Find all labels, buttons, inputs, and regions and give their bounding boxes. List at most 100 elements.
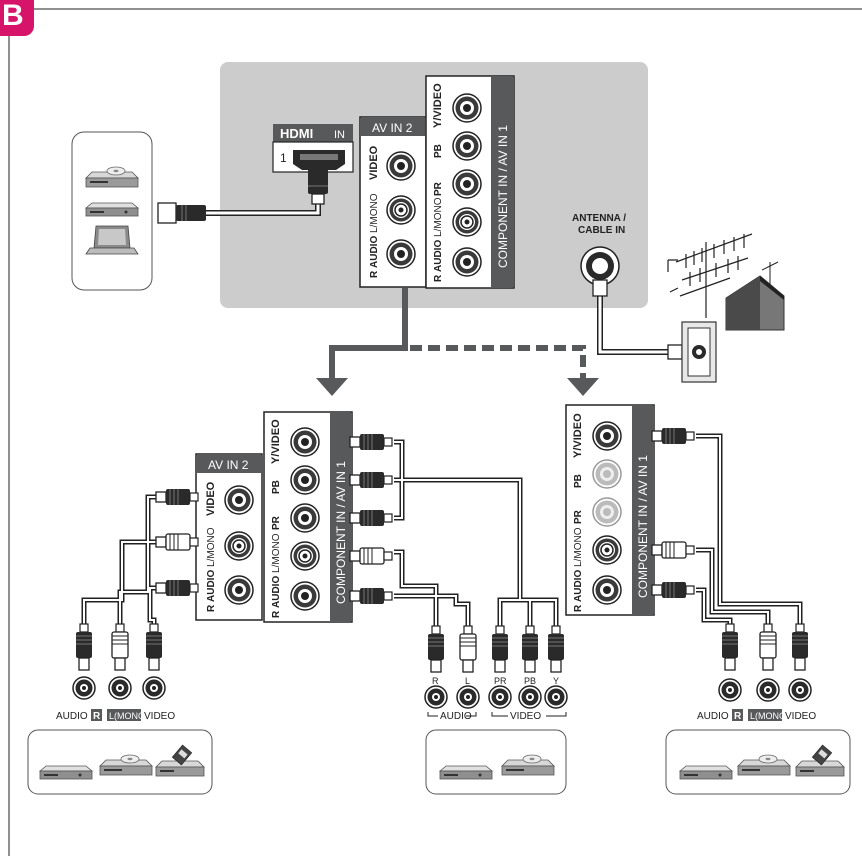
left-av-in-2-title: AV IN 2 (208, 458, 249, 472)
branch-arrows (316, 288, 599, 396)
left-av-in-2-video-label: VIDEO (205, 481, 217, 516)
left-av-in-2-audio-l-jack (224, 531, 254, 561)
right-component-audio-l-jack (592, 535, 622, 565)
house-icon (725, 261, 785, 331)
av-in-2-video-label: VIDEO (368, 145, 380, 180)
component-pr-jack (452, 169, 482, 199)
antenna-label-line1: ANTENNA / (572, 213, 626, 224)
tv-back-panel: HDMI IN 1 AV IN 2 VIDEO R AUDIO L/MONO (220, 62, 648, 308)
right-component-audio-badge: R (573, 604, 584, 612)
svg-text:R AUDIO L/: R AUDIO L/MONO (369, 193, 380, 278)
right-connection-panel: COMPONENT IN / AV IN 1 Y/VIDEO PB PR R A… (565, 404, 851, 795)
left-component-pr-label: PR (271, 515, 282, 530)
right-device-audio-l-jack (756, 678, 780, 702)
middle-device-pb-jack (518, 685, 542, 709)
middle-device-audio-r-jack (424, 685, 448, 709)
hdmi-port-number: 1 (280, 151, 287, 165)
left-av-in-2-mono-label: L/MONO (206, 527, 217, 567)
middle-plug-y (547, 625, 565, 673)
antenna-icon (667, 233, 753, 318)
av-in-2-group: AV IN 2 VIDEO R AUDIO L/MONO (359, 116, 427, 288)
left-av-in-2-video-jack (224, 485, 254, 515)
right-component-pb-label: PB (573, 474, 584, 488)
laptop-icon (85, 225, 139, 255)
component-in-group: COMPONENT IN / AV IN 1 Y/VIDEO PB PR R A… (425, 75, 515, 289)
av-in-2-audio-r-jack (386, 239, 416, 269)
component-y-video-label: Y/VIDEO (432, 83, 444, 128)
right-device-l-mono-label: L(MONO (750, 711, 786, 721)
svg-text:R AUDIO L/MONO: R AUDIO L/MONO (271, 533, 282, 618)
component-audio-badge: R (433, 274, 444, 282)
av-in-2-video-jack (386, 151, 416, 181)
middle-device-y-jack (544, 685, 568, 709)
right-device-audio-r-jack (718, 678, 742, 702)
left-component-pr-jack (290, 503, 320, 533)
section-badge: B (0, 0, 34, 36)
right-component-pr-jack (592, 497, 622, 527)
left-component-title: COMPONENT IN / AV IN 1 (334, 461, 348, 604)
left-device-audio-l-jack (108, 676, 132, 700)
right-plug-audio-r (721, 623, 739, 671)
right-component-mono-label: L/MONO (573, 527, 584, 567)
component-pb-jack (452, 131, 482, 161)
right-component-y-jack (592, 421, 622, 451)
left-plug-audio-l (111, 623, 129, 671)
right-component-audio-label: AUDIO (573, 570, 584, 602)
middle-audio-group-label: AUDIO (440, 711, 472, 722)
left-component-audio-label: AUDIO (271, 576, 282, 608)
left-component-audio-l-jack (290, 541, 320, 571)
left-device-video-jack (142, 676, 166, 700)
hdmi-device-box (71, 131, 153, 291)
left-plug-audio-r (75, 623, 93, 671)
right-component-pr-label: PR (573, 509, 584, 524)
middle-pr-label: PR (494, 676, 507, 686)
hdmi-in-label: IN (334, 129, 345, 141)
svg-text:R AUDIO L/MONO: R AUDIO L/MONO (206, 527, 217, 612)
right-component-audio-r-jack (592, 575, 622, 605)
right-device-video-jack (788, 678, 812, 702)
component-title: COMPONENT IN / AV IN 1 (496, 125, 510, 268)
middle-video-group-label: VIDEO (510, 711, 541, 722)
hdmi-logo: HDMI (280, 126, 313, 141)
right-component-title: COMPONENT IN / AV IN 1 (636, 455, 650, 598)
middle-plug-pr (491, 625, 509, 673)
right-device-r-label: R (734, 711, 742, 722)
left-plug-video (145, 623, 163, 671)
left-av-in-2-audio-badge: R (206, 604, 217, 612)
component-pb-label: PB (433, 144, 444, 158)
hdmi-plug-tv (308, 168, 328, 194)
right-component-pb-jack (592, 459, 622, 489)
component-mono-label: L/MONO (433, 197, 444, 237)
antenna-label-line2: CABLE IN (578, 225, 625, 236)
left-av-in-2-audio-label: AUDIO (206, 570, 217, 602)
left-component-pb-label: PB (271, 480, 282, 494)
av-in-2-audio-label-box (368, 198, 382, 280)
middle-l-label: L (465, 676, 470, 686)
wall-outlet-icon (681, 321, 717, 383)
middle-device-audio-l-jack (456, 685, 480, 709)
hdmi-plug-left (157, 202, 177, 224)
left-component-y-video-label: Y/VIDEO (270, 419, 282, 464)
left-component-y-jack (290, 427, 320, 457)
left-connection-panel: AV IN 2 VIDEO R AUDIO L/MONO COMPONENT I… (27, 411, 353, 795)
svg-text:R AUDIO L/: R AUDIO L/MONO (433, 197, 444, 282)
antenna-input-group: ANTENNA / CABLE IN (572, 213, 626, 286)
middle-set-top-box-icon (439, 765, 493, 780)
right-component-y-video-label: Y/VIDEO (572, 413, 584, 458)
svg-text:R AUDIO L/MONO: R AUDIO L/MONO (573, 527, 584, 612)
right-set-top-box-icon (679, 765, 733, 780)
av-in-2-audio-badge: R (369, 270, 380, 278)
set-top-box-icon (85, 202, 139, 217)
left-component-pb-jack (290, 465, 320, 495)
av-in-2-mono-label: L/MONO (369, 193, 380, 233)
right-plug-audio-l (759, 623, 777, 671)
middle-pb-label: PB (524, 676, 536, 686)
left-component-audio-badge: R (271, 610, 282, 618)
component-audio-l-jack (452, 207, 482, 237)
left-device-video-label: VIDEO (144, 711, 175, 722)
left-component-mono-label: L/MONO (271, 533, 282, 573)
left-device-r-label: R (93, 711, 101, 722)
left-set-top-box-icon (39, 765, 93, 780)
